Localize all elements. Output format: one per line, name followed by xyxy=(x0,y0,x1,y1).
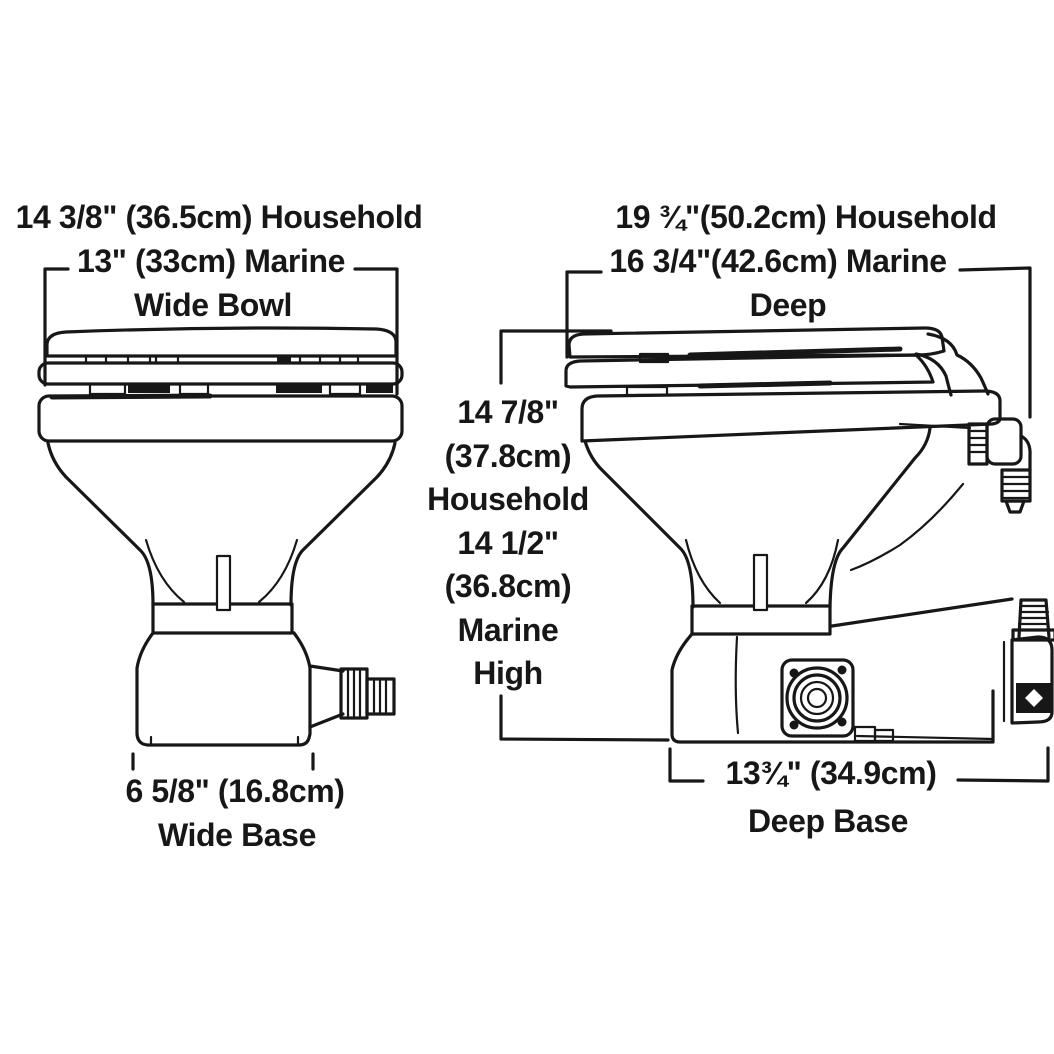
wide-bowl-funnel xyxy=(46,441,397,607)
deep-title-label: Deep xyxy=(749,287,827,323)
deep-base-dimension-lines xyxy=(668,746,1050,783)
height-dimension-label: 14 7/8" (37.8cm) Household 14 1/2" (36.8… xyxy=(427,391,589,696)
height-line-household-cm: (37.8cm) xyxy=(444,437,572,474)
deep-seat-hinge xyxy=(914,332,990,397)
height-line-marine-word: Marine xyxy=(457,611,559,648)
deep-funnel xyxy=(583,426,965,609)
inlet-fitting xyxy=(967,417,1032,514)
motor-end-cap xyxy=(1002,635,1054,725)
wide-bowl-title-label: Wide Bowl xyxy=(134,287,292,323)
wide-bowl-discharge-fitting xyxy=(308,664,396,729)
height-line-marine-inches: 14 1/2" xyxy=(457,524,559,561)
deep-base-width-label: 13¾" (34.9cm) xyxy=(725,755,937,791)
height-line-household-inches: 14 7/8" xyxy=(457,394,559,430)
wide-base-dimension-ticks xyxy=(131,752,315,771)
deep-household-width-label: 19 ¾"(50.2cm) Household xyxy=(615,199,997,235)
deep-lid xyxy=(567,326,946,359)
wide-bowl-toilet-drawing xyxy=(37,267,404,771)
wide-bowl-seat xyxy=(37,361,404,386)
deep-base-title-label: Deep Base xyxy=(747,803,909,839)
wide-base-title-label: Wide Base xyxy=(158,817,316,853)
deep-slot xyxy=(752,553,769,612)
height-line-household-word: Household xyxy=(427,481,589,517)
wide-bowl-household-width-label: 14 3/8" (36.5cm) Household xyxy=(15,199,423,235)
deep-toilet-drawing xyxy=(499,266,1054,783)
wide-bowl-rim xyxy=(37,394,404,443)
deep-seat xyxy=(564,353,935,389)
wide-bowl-slot xyxy=(215,554,232,612)
wide-bowl-marine-width-label: 13" (33cm) Marine xyxy=(76,243,346,279)
height-line-high-word: High xyxy=(473,655,543,691)
motor-discharge-fitting xyxy=(1011,598,1054,642)
wide-bowl-base xyxy=(135,631,312,747)
deep-width-dimension-lines xyxy=(565,266,1032,419)
motor-face-plate xyxy=(780,658,895,743)
deep-marine-width-label: 16 3/4"(42.6cm) Marine xyxy=(609,243,947,279)
height-dimension-lines xyxy=(499,329,670,742)
height-line-marine-cm: (36.8cm) xyxy=(444,568,572,604)
wide-base-width-label: 6 5/8" (16.8cm) xyxy=(125,773,345,809)
deep-rim xyxy=(580,389,1002,443)
deep-base xyxy=(670,632,995,744)
wide-bowl-lid xyxy=(45,326,398,358)
